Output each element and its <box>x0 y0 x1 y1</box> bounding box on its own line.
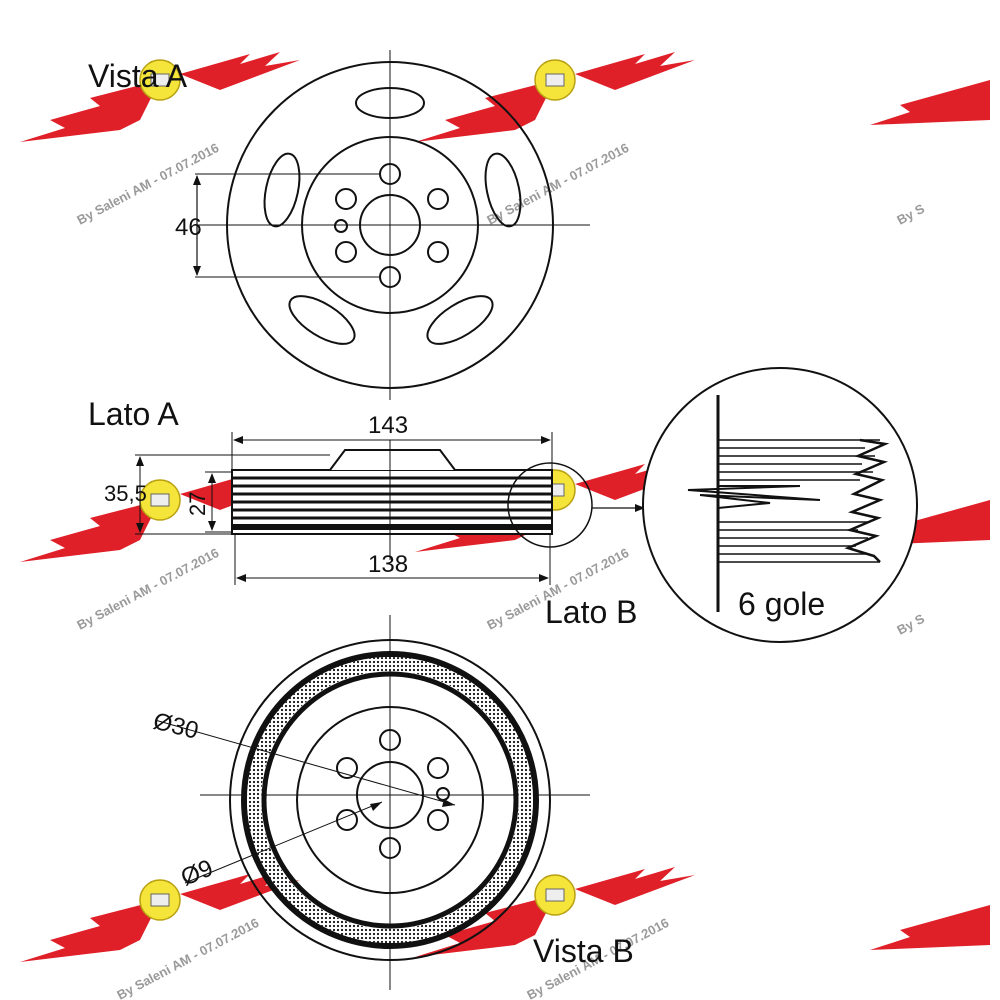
groove-lines <box>687 438 890 563</box>
bolt-hole <box>427 809 449 831</box>
bolt-hole <box>427 188 449 210</box>
watermark-logo <box>870 80 990 125</box>
watermark-text-partial: By S <box>894 201 927 228</box>
total-width-value: 35,5 <box>104 481 147 506</box>
vista-b-center-bore <box>356 761 424 829</box>
detail-leader-arrow <box>635 504 645 512</box>
vista-b-outer-rim <box>229 639 551 961</box>
grooves-label: 6 gole <box>738 586 825 622</box>
damper-ring-inner <box>261 671 519 929</box>
detail-marker-circle <box>507 462 593 548</box>
bolt-hole <box>379 729 401 751</box>
pin-hole <box>436 787 450 801</box>
hole-diameter-leader <box>184 801 383 884</box>
bolt-circle-dimension: 46 <box>175 214 202 241</box>
bolt-hole <box>336 757 358 779</box>
bolt-hole <box>379 837 401 859</box>
lato-a-label: Lato A <box>88 396 179 432</box>
belt-width-value: 27 <box>185 492 210 516</box>
watermark-logo <box>19 871 301 963</box>
lightening-slot <box>355 87 425 119</box>
bolt-hole <box>427 241 449 263</box>
watermark-logo <box>870 905 990 950</box>
watermark-logo <box>414 51 696 143</box>
belt-diameter-dimension <box>234 534 551 585</box>
watermark-logo <box>870 500 990 545</box>
vista-a-center-bore <box>359 194 421 256</box>
damper-ring-outer <box>241 651 539 949</box>
total-width-dimension <box>135 454 330 535</box>
belt-grooves <box>232 476 552 530</box>
hole-diameter-arrow <box>370 802 382 811</box>
bolt-hole <box>335 241 357 263</box>
outer-diameter-value: 143 <box>368 412 408 439</box>
vista-a-view <box>193 50 590 400</box>
bolt-hole <box>427 757 449 779</box>
bolt-hole <box>335 188 357 210</box>
vista-a-hub-ring <box>301 136 479 314</box>
pin-hole <box>334 219 348 233</box>
watermark-text: By Saleni AM - 07.07.2016 <box>74 545 221 633</box>
pulley-hub-step <box>329 449 456 471</box>
hub-diameter-leader <box>154 719 456 806</box>
hub-diameter-value: Ø30 <box>151 708 202 745</box>
lato-a-view <box>135 432 645 585</box>
belt-diameter-value: 138 <box>368 551 408 578</box>
lightening-slot <box>263 152 301 228</box>
damper-rubber-ring <box>247 657 533 943</box>
groove-detail-view <box>642 367 918 643</box>
hub-diameter-arrow <box>442 799 455 807</box>
lightening-slot <box>288 295 356 345</box>
watermark-text-partial: By S <box>894 611 927 638</box>
watermark-text: By Saleni AM - 07.07.2016 <box>484 140 631 228</box>
lightening-slot <box>426 295 494 345</box>
vista-b-label: Vista B <box>533 933 634 969</box>
belt-width-dimension <box>205 471 232 533</box>
vista-b-hub-ring <box>296 706 484 894</box>
vista-a-label: Vista A <box>88 58 188 94</box>
lato-b-label: Lato B <box>545 594 638 630</box>
detail-circle <box>642 367 918 643</box>
vista-b-view <box>154 615 590 990</box>
lightening-slot <box>484 152 522 228</box>
vista-a-outer-rim <box>226 61 554 389</box>
